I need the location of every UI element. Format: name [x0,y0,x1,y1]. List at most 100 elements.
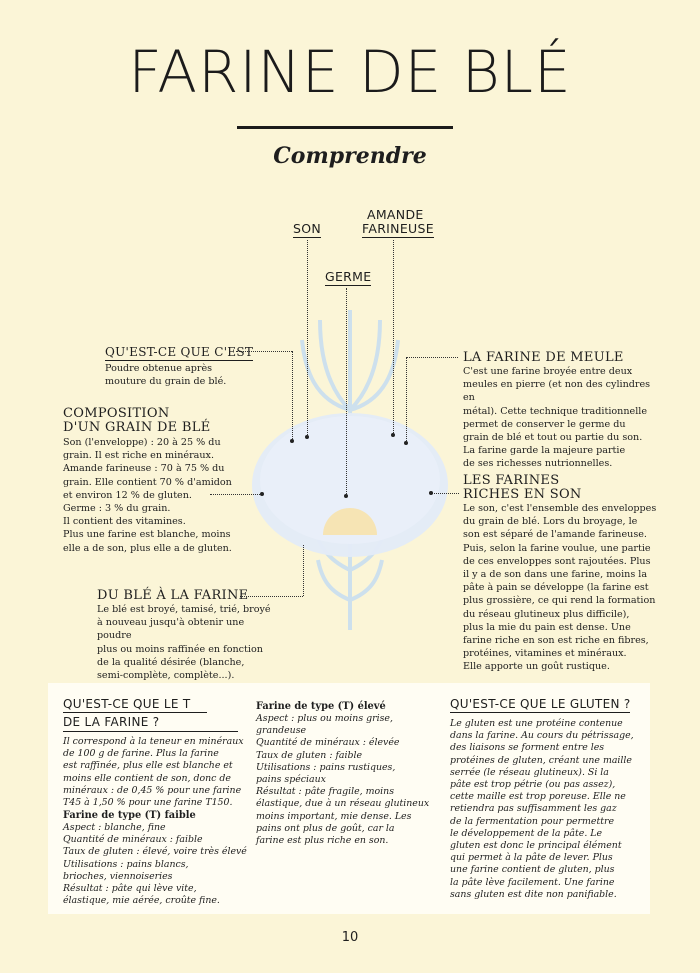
col2-detail-line: Résultat : pâte fragile, moins [256,786,395,798]
composition-line: et environ 12 % de gluten. [63,489,192,501]
info-panel [48,683,650,914]
duble-title: DU BLÉ À LA FARINE [97,588,249,603]
duble-line: Le blé est broyé, tamisé, trié, broyé [97,604,271,615]
riches-line: plus grossière, ce qui rend la formation [463,595,656,607]
riches-line: Puis, selon la farine voulue, une partie [463,542,651,554]
pointer-composition [210,494,262,495]
col1-intro: Il correspond à la teneur en minéraux de… [63,736,248,809]
col2-detail-line: Utilisations : pains rustiques, [256,761,396,773]
meule-text: C'est une farine broyée entre deux meule… [463,365,663,471]
germ-shape [323,508,377,535]
page-subtitle: Comprendre [273,143,427,169]
col3-detail-line: serrée (le réseau glutineux). Si la [450,766,609,778]
col1-details: Aspect : blanche, fine Quantité de minér… [63,822,248,907]
duble-line: à nouveau jusqu'à obtenir une poudre [97,617,245,642]
wheat-grain-illustration [252,310,448,630]
col2-detail-line: Quantité de minéraux : élevée [256,737,400,749]
col3-details: Le gluten est une protéine contenue dans… [450,718,645,901]
composition-line: Plus une farine est blanche, moins [63,529,231,541]
riches-line: plus la mie du pain est dense. Une [463,621,631,633]
questce-line: mouture du grain de blé. [105,376,227,388]
label-amande-line2: FARINEUSE [362,221,434,238]
pointer-amande [393,240,394,435]
pointer-riches-dot [429,491,433,495]
riches-line: il y a de son dans une farine, moins la [463,569,648,581]
col1-intro-line: minéraux : de 0,45 % pour une farine [63,784,242,796]
riches-line: pâte à pain se développe (la farine est [463,582,649,594]
col3-detail-line: protéines de gluten, créant une maille [450,754,632,766]
composition-line: Son (l'enveloppe) : 20 à 25 % du [63,437,221,448]
pointer-germe-dot [344,494,348,498]
col1-title-1: QU'EST-CE QUE LE T [63,697,191,711]
composition-text: Son (l'enveloppe) : 20 à 25 % du grain. … [63,436,243,555]
label-germe: GERME [325,269,372,286]
meule-line: La farine garde la majeure partie [463,445,626,457]
composition-line: grain. Elle contient 70 % d'amidon [63,476,232,488]
col3-detail-line: une farine contient de gluten, plus [450,864,615,876]
title-rule [237,126,453,129]
pointer-son-dot [305,435,309,439]
duble-line: de la qualité désirée (blanche, [97,656,245,668]
col2-detail-line: moins important, mie dense. Les [256,810,412,822]
page-title: FARINE DE BLÉ [128,38,572,106]
col1-intro-line: est raffinée, plus elle est blanche et [63,760,233,772]
col3-detail-line: sans gluten est dite non panifiable. [450,888,617,900]
col1-detail-line: Résultat : pâte qui lève vite, [63,883,197,895]
pointer-meule-dot [404,441,408,445]
col1-title-rule-2 [63,731,238,732]
col3-detail-line: la pâte lève facilement. Une farine [450,876,615,888]
col2-detail-line: Aspect : plus ou moins grise, grandeuse [256,713,393,737]
col2-detail-line: pains ont plus de goût, car la [256,822,395,834]
col1-subtitle: Farine de type (T) faible [63,810,196,821]
riches-line: farine riche en son est riche en fibres, [463,635,649,647]
col1-intro-line: moins elle contient de son, donc de [63,772,231,784]
col3-detail-line: des liaisons se forment entre les [450,742,605,754]
col1-title-2: DE LA FARINE ? [63,715,160,729]
col3-detail-line: de la fermentation pour permettre [450,815,615,827]
meule-title: LA FARINE DE MEULE [463,350,624,365]
col3-detail-line: le développement de la pâte. Le [450,827,603,839]
pointer-son [307,240,308,437]
col3-detail-line: pâte est trop pétrie (ou pas assez), [450,779,616,791]
riches-line: de ces enveloppes sont rajoutées. Plus [463,555,651,567]
pointer-meule-v [406,357,407,443]
col2-detail-line: farine est plus riche en son. [256,835,389,847]
riches-line: Le son, c'est l'ensemble des enveloppes [463,503,657,514]
questce-line: Poudre obtenue après [105,363,213,374]
pointer-composition-dot [260,492,264,496]
duble-text: Le blé est broyé, tamisé, trié, broyé à … [97,603,277,682]
col2-subtitle: Farine de type (T) élevé [256,701,386,712]
meule-line: meules en pierre (et non des cylindres e… [463,379,651,404]
composition-line: elle a de son, plus elle a de gluten. [63,542,232,554]
col3-detail-line: qui permet à la pâte de lever. Plus [450,852,613,864]
pointer-amande-dot [391,433,395,437]
questce-title: QU'EST-CE QUE C'EST [105,345,254,361]
riches-text: Le son, c'est l'ensemble des enveloppes … [463,502,663,674]
pointer-germe [346,288,347,496]
endosperm-shape [260,416,440,544]
meule-line: de ses richesses nutrionnelles. [463,458,613,470]
col2-detail-line: élastique, due à un réseau glutineux [256,798,430,810]
col3-detail-line: cette maille est trop poreuse. Elle ne [450,791,626,803]
riches-title-1: LES FARINES [463,473,560,488]
duble-line: semi-complète, complète...). [97,670,235,682]
label-amande-line1: AMANDE [367,207,424,222]
col3-detail-line: retiendra pas suffisamment les gaz [450,803,617,815]
col2-details: Aspect : plus ou moins grise, grandeuse … [256,713,441,847]
col1-intro-line: T45 à 1,50 % pour une farine T150. [63,797,233,809]
col3-detail-line: Le gluten est une protéine contenue [450,718,623,729]
col2-detail-line: pains spéciaux [256,774,326,786]
riches-title-2: RICHES EN SON [463,487,582,502]
riches-line: son est séparé de l'amande farineuse. [463,529,647,541]
composition-line: Il contient des vitamines. [63,516,186,528]
composition-title-1: COMPOSITION [63,406,170,421]
composition-line: Germe : 3 % du grain. [63,503,171,515]
col2-detail-line: Taux de gluten : faible [256,749,363,761]
pointer-riches [431,493,459,494]
questce-text: Poudre obtenue après mouture du grain de… [105,362,245,388]
col1-detail-line: Utilisations : pains blancs, [63,858,189,870]
pointer-duble-v [303,545,304,596]
page-number: 10 [341,930,359,945]
riches-line: du réseau glutineux plus difficile), [463,608,630,620]
meule-line: permet de conserver le germe du [463,418,626,430]
